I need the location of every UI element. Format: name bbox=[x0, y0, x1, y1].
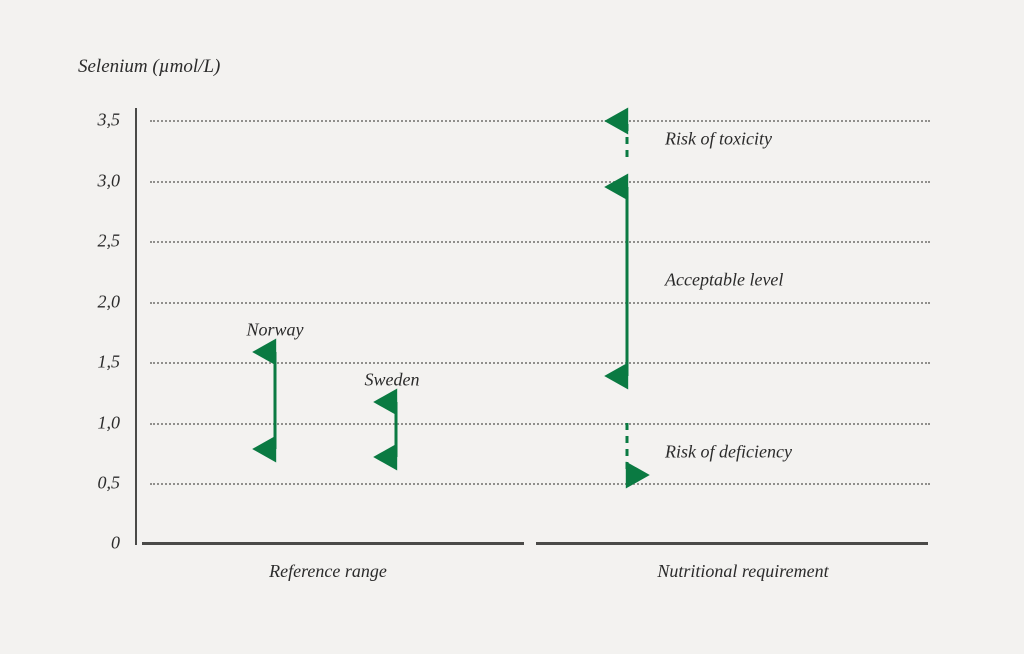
acceptable-level-arrow bbox=[604, 173, 629, 390]
risk-of-deficiency-arrow bbox=[625, 423, 650, 489]
y-tick-0: 0 bbox=[111, 532, 120, 553]
gridline-1-5 bbox=[150, 362, 930, 364]
y-tick-0-5: 0,5 bbox=[97, 472, 121, 493]
category-label-reference-range: Reference range bbox=[269, 561, 387, 581]
y-axis-line bbox=[135, 108, 137, 545]
gridline-0-5 bbox=[150, 483, 930, 485]
norway-range-arrow bbox=[252, 338, 277, 463]
gridline-2-5 bbox=[150, 241, 930, 243]
y-tick-labels: 3,5 3,0 2,5 2,0 1,5 1,0 0,5 0 bbox=[68, 0, 121, 654]
gridline-2-0 bbox=[150, 302, 930, 304]
y-tick-1-5: 1,5 bbox=[97, 351, 121, 372]
gridline-3-5 bbox=[150, 120, 930, 122]
range-label-acceptable-level: Acceptable level bbox=[665, 269, 784, 290]
sweden-range-arrow bbox=[373, 388, 398, 471]
gridline-3-0 bbox=[150, 181, 930, 183]
y-tick-1-0: 1,0 bbox=[97, 412, 121, 433]
y-tick-3-5: 3,5 bbox=[97, 109, 121, 130]
gridline-1-0 bbox=[150, 423, 930, 425]
category-label-nutritional-requirement: Nutritional requirement bbox=[657, 561, 829, 581]
y-tick-2-5: 2,5 bbox=[97, 230, 121, 251]
y-tick-2-0: 2,0 bbox=[97, 291, 121, 312]
range-label-risk-of-toxicity: Risk of toxicity bbox=[665, 128, 772, 149]
series-label-norway: Norway bbox=[246, 319, 304, 340]
risk-of-toxicity-arrow bbox=[604, 107, 629, 157]
x-axis-segment-reference-range bbox=[142, 542, 524, 545]
range-label-risk-of-deficiency: Risk of deficiency bbox=[665, 441, 792, 462]
y-axis-title: Selenium (µmol/L) bbox=[78, 56, 221, 77]
x-axis-segment-nutritional-requirement bbox=[536, 542, 928, 545]
y-tick-3-0: 3,0 bbox=[97, 170, 121, 191]
series-label-sweden: Sweden bbox=[364, 369, 420, 390]
